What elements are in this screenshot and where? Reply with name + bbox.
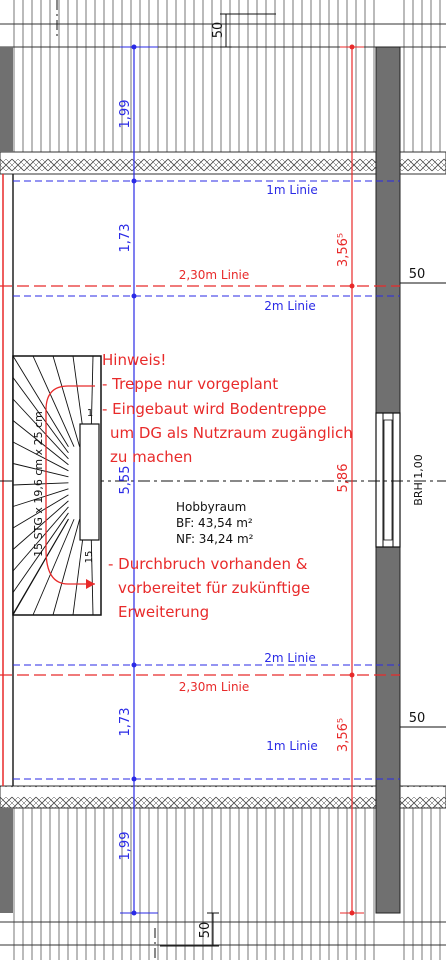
- red-dimension-chain: [340, 44, 364, 916]
- stair-step-line: [32, 519, 75, 616]
- stair-step-line: [12, 506, 69, 572]
- hint-2a: - Eingebaut wird Bodentreppe: [102, 400, 327, 418]
- stair-step-last: 15: [84, 551, 95, 564]
- two-thirty-line-top-label: 2,30m Linie: [179, 268, 250, 282]
- stair-step-line: [12, 494, 69, 529]
- hint-2b: um DG als Nutzraum zugänglich: [110, 424, 353, 442]
- dim-blue-bottom: 1,99: [118, 832, 133, 861]
- stair-step-line: [12, 420, 69, 466]
- insulation-band-top: [0, 151, 446, 175]
- dim-blue-lower: 1,73: [118, 708, 133, 737]
- room-nf: NF: 34,24 m²: [176, 532, 254, 546]
- dim-red-middle: 5,86: [336, 464, 351, 493]
- dim-right-lower: 50: [409, 711, 426, 726]
- window: [375, 412, 401, 548]
- rafter-lines-top: [13, 0, 441, 152]
- stair-step-line: [12, 463, 69, 478]
- stair-step-line: [12, 398, 69, 460]
- black-dimensions: [56, 0, 446, 960]
- stair-step-line: [52, 519, 81, 616]
- left-wall-bottom: [0, 808, 13, 913]
- stair-arrow-icon: [86, 579, 95, 589]
- stair-step-line: [12, 519, 69, 616]
- two-m-line-bottom-label: 2m Linie: [264, 651, 315, 665]
- dim-top-overhang: 50: [211, 22, 226, 39]
- stair-step-line: [12, 500, 69, 550]
- window-label: BRH 1,00: [412, 454, 425, 505]
- hint-1: - Treppe nur vorgeplant: [102, 375, 278, 393]
- room-name: Hobbyraum: [176, 500, 246, 514]
- stair-label: 15 STG x 19,6 cm x 25 cm: [32, 411, 45, 557]
- rafter-area-top: [0, 0, 446, 152]
- stair-step-line: [12, 482, 69, 486]
- stair-step-line: [12, 512, 69, 593]
- room-bf: BF: 43,54 m²: [176, 516, 253, 530]
- dim-red-lower: 3,56⁵: [336, 718, 351, 752]
- notes: Hinweis! - Treppe nur vorgeplant - Einge…: [102, 351, 353, 621]
- stair-step-line: [12, 488, 69, 507]
- hint-3c: Erweiterung: [118, 603, 209, 621]
- height-lines: [0, 180, 446, 780]
- two-thirty-line-bottom-label: 2,30m Linie: [179, 680, 250, 694]
- room-label: Hobbyraum BF: 43,54 m² NF: 34,24 m²: [176, 500, 254, 546]
- hint-2c: zu machen: [110, 448, 192, 466]
- rafter-lines-bottom: [13, 808, 441, 960]
- rafter-area-bottom: [0, 808, 446, 960]
- two-m-line-top-label: 2m Linie: [264, 299, 315, 313]
- one-m-line-bottom-label: 1m Linie: [266, 739, 317, 753]
- hint-3b: vorbereitet für zukünftige: [118, 579, 310, 597]
- hint-title: Hinweis!: [102, 351, 166, 369]
- insulation-band-bottom: [0, 785, 446, 809]
- dim-red-upper: 3,56⁵: [336, 233, 351, 267]
- blue-dimension-chain: [120, 44, 158, 916]
- dim-blue-top: 1,99: [118, 100, 133, 129]
- dim-bottom-overhang: 50: [198, 922, 213, 939]
- stair-step-line: [52, 355, 81, 447]
- stair-walkline: [45, 385, 95, 585]
- stair-eye: [79, 423, 100, 541]
- stair-step-line: [12, 377, 69, 454]
- stair-step-line: [32, 355, 75, 447]
- dim-blue-middle: 5,55: [118, 466, 133, 495]
- stair-step-line: [12, 441, 69, 472]
- hint-3a: - Durchbruch vorhanden &: [108, 555, 308, 573]
- stair-step-first: 1: [87, 408, 93, 419]
- staircase: [12, 355, 102, 616]
- one-m-line-top-label: 1m Linie: [266, 183, 317, 197]
- left-wall-top: [0, 47, 13, 152]
- stair-step-line: [12, 355, 69, 447]
- dim-blue-upper: 1,73: [118, 224, 133, 253]
- dim-right-upper: 50: [409, 267, 426, 282]
